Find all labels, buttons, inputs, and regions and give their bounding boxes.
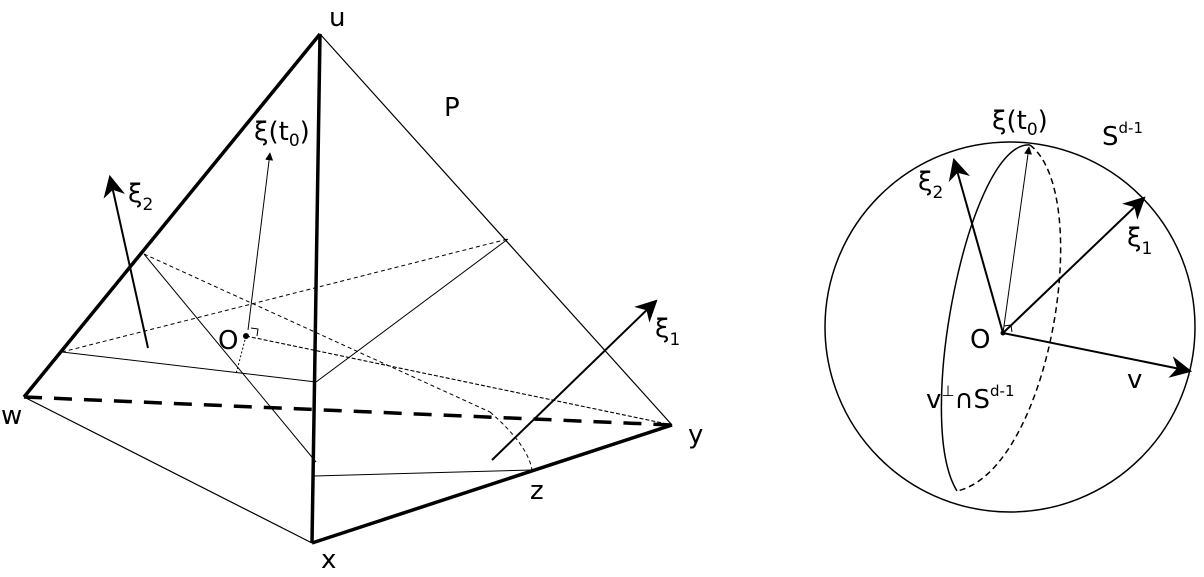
label-z: z: [530, 476, 544, 506]
edge-w-y-hidden: [23, 395, 673, 427]
label-xi-t0: ξ(t0): [254, 117, 310, 151]
vector-xi-t0: [247, 152, 274, 331]
label-xi1-sphere: ξ1: [1127, 223, 1152, 259]
vector-xi2-sphere: [948, 157, 1004, 334]
section-line: [143, 253, 317, 463]
section-line: [61, 351, 317, 383]
section-line-hidden: [61, 238, 509, 353]
label-xi-t0-sphere: ξ(t0): [992, 106, 1048, 140]
sphere-diagram: ξ(t0) Sd-1 ξ2 ξ1 O v v⊥∩Sd-1: [824, 106, 1196, 513]
vector-xi2: [103, 174, 149, 349]
label-O-sphere: O: [970, 325, 990, 355]
label-u: u: [329, 3, 345, 33]
label-xi1: ξ1: [655, 314, 680, 350]
section-line-hidden: [143, 253, 491, 413]
segment-O-y: [245, 335, 673, 426]
label-xi2: ξ2: [128, 179, 153, 215]
great-circle-front: [940, 144, 1031, 492]
right-angle-mark: [250, 327, 259, 337]
vector-xi-t0-sphere: [1002, 146, 1032, 334]
right-angle-mark-sphere: [1003, 324, 1013, 333]
unit-sphere: [824, 141, 1196, 513]
section-line: [315, 238, 509, 383]
label-O: O: [218, 326, 238, 356]
label-y: y: [688, 420, 703, 450]
label-P: P: [444, 93, 460, 123]
edge-w-x: [23, 396, 313, 544]
label-x: x: [321, 545, 336, 575]
point-O: [243, 333, 249, 339]
great-circle-back: [956, 144, 1062, 492]
label-vperp-cap-S: v⊥∩Sd-1: [926, 382, 1015, 415]
edge-u-w: [22, 32, 322, 399]
edge-u-y: [319, 33, 673, 426]
vector-xi1: [491, 299, 658, 461]
pyramid-diagram: u P w x y z O ξ(t0) ξ2 ξ1: [1, 3, 703, 575]
label-S-d-1: Sd-1: [1102, 119, 1143, 152]
segment-O-down: [235, 335, 247, 375]
section-line: [313, 469, 533, 477]
section-curve-hidden: [489, 411, 533, 471]
vector-xi1-sphere: [1002, 196, 1146, 334]
point-O-sphere: [1000, 330, 1006, 336]
edge-x-y: [311, 423, 673, 545]
label-v: v: [1127, 365, 1142, 395]
vector-v: [1002, 332, 1193, 378]
label-xi2-sphere: ξ2: [918, 167, 943, 203]
label-w: w: [1, 401, 22, 431]
